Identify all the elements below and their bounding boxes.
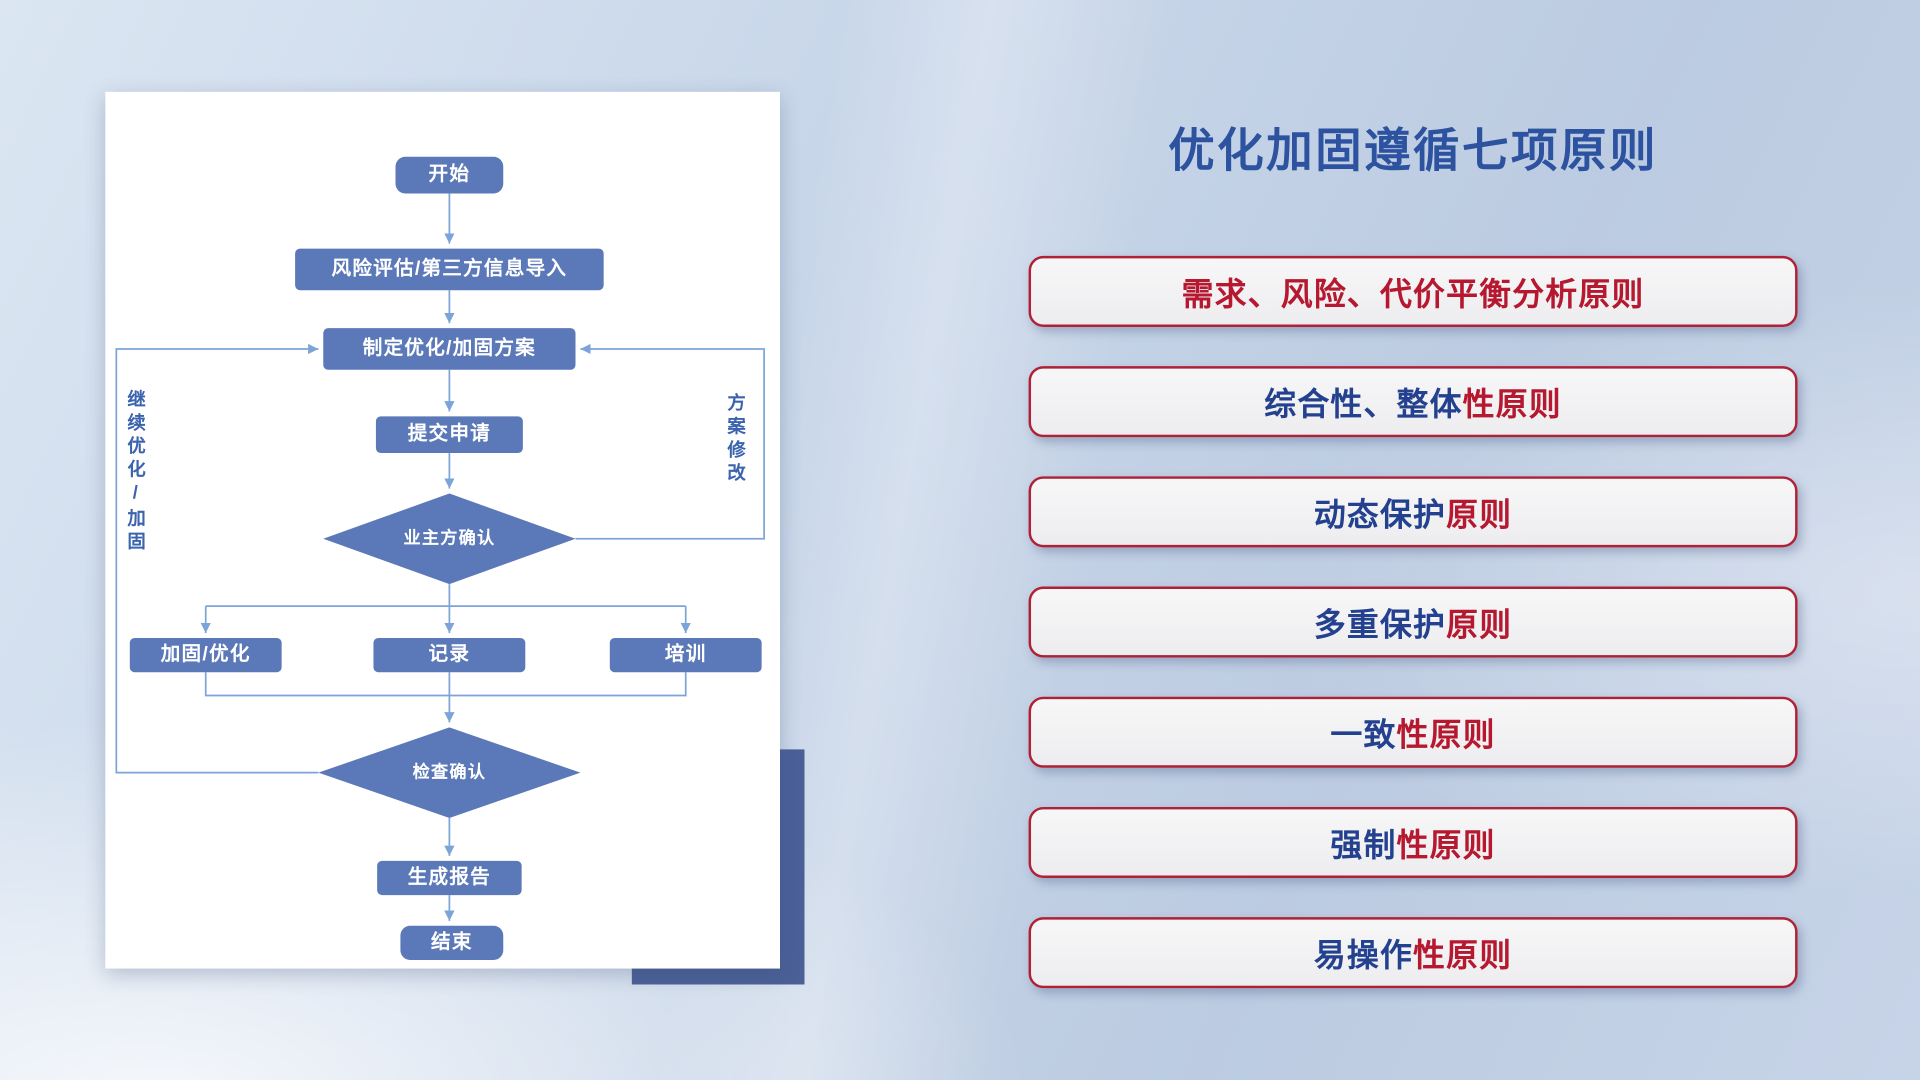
principles-panel: 优化加固遵循七项原则 需求、风险、代价平衡分析原则 综合性、整体性原则 动态保护… xyxy=(1028,113,1798,989)
node-submit-application: 提交申请 xyxy=(375,416,523,454)
principles-list: 需求、风险、代价平衡分析原则 综合性、整体性原则 动态保护原则 多重保护原则 一… xyxy=(1028,255,1798,989)
node-risk-import: 风险评估/第三方信息导入 xyxy=(295,248,604,291)
principle-text-blue: 易操作 xyxy=(1313,936,1414,973)
principle-item-2: 综合性、整体性原则 xyxy=(1028,366,1798,438)
principle-text-red: 性原则 xyxy=(1413,936,1513,973)
page-title: 优化加固遵循七项原则 xyxy=(1168,126,1658,178)
principle-text-red: 需求、风险、代价平衡分析原则 xyxy=(1181,274,1645,312)
node-make-plan: 制定优化/加固方案 xyxy=(323,328,576,370)
node-record: 记录 xyxy=(373,637,526,673)
loop-label-continue-optimize: 继续优化/加固 xyxy=(124,389,146,555)
node-generate-report: 生成报告 xyxy=(377,860,522,896)
principle-text-red: 性原则 xyxy=(1462,385,1562,422)
principle-item-4: 多重保护原则 xyxy=(1028,586,1798,658)
principle-text-blue: 多重保护 xyxy=(1313,605,1447,643)
principle-text-blue: 综合性、整体 xyxy=(1264,385,1463,422)
principle-text-red: 性原则 xyxy=(1396,825,1496,863)
principle-text-red: 原则 xyxy=(1446,605,1513,643)
loop-label-plan-revise: 方案修改 xyxy=(724,393,746,487)
node-harden-optimize: 加固/优化 xyxy=(129,637,282,673)
node-start: 开始 xyxy=(395,156,504,194)
principle-text-blue: 强制 xyxy=(1330,825,1397,863)
principle-text-red: 原则 xyxy=(1446,495,1513,533)
flowchart-connectors xyxy=(115,193,765,921)
principle-item-7: 易操作性原则 xyxy=(1028,917,1798,989)
node-training: 培训 xyxy=(609,637,762,673)
flowchart-card: 开始 风险评估/第三方信息导入 制定优化/加固方案 提交申请 业主方确认 加固/… xyxy=(105,91,781,969)
principle-item-6: 强制性原则 xyxy=(1028,806,1798,878)
principle-text-blue: 动态保护 xyxy=(1313,495,1447,533)
principle-item-5: 一致性原则 xyxy=(1028,696,1798,768)
principle-text-red: 性原则 xyxy=(1396,715,1496,753)
node-end: 结束 xyxy=(400,925,504,961)
principle-item-3: 动态保护原则 xyxy=(1028,476,1798,548)
principle-item-1: 需求、风险、代价平衡分析原则 xyxy=(1028,255,1798,327)
principle-text-blue: 一致 xyxy=(1330,715,1397,753)
